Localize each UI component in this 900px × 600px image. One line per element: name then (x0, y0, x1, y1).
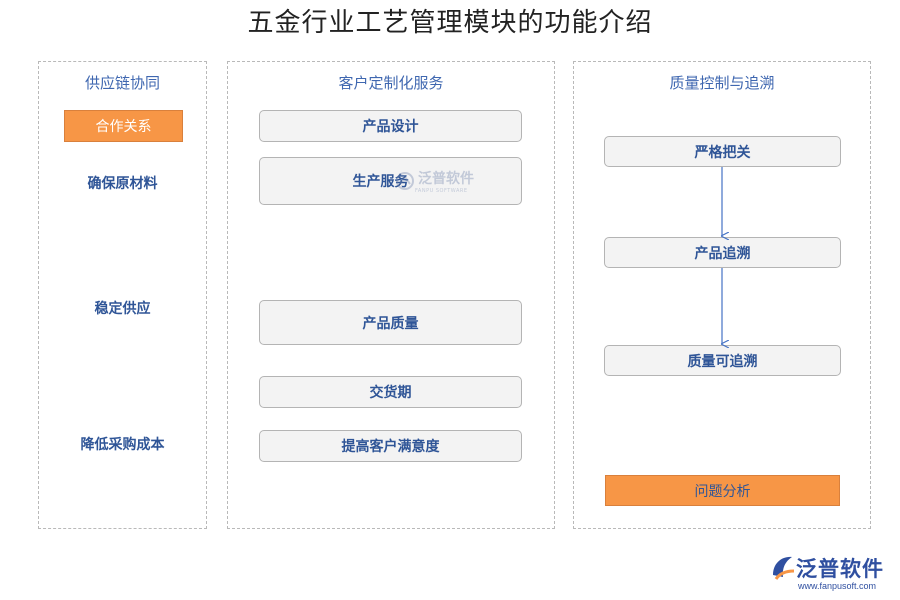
customer-satisfaction-box: 提高客户满意度 (259, 430, 522, 462)
customer-column: 客户定制化服务 (227, 61, 555, 529)
delivery-time-box: 交货期 (259, 376, 522, 408)
problem-analysis-box: 问题分析 (605, 475, 840, 506)
brand-logo: 泛普软件 www.fanpusoft.com (770, 551, 895, 596)
production-service-label: 生产服务 (352, 174, 409, 190)
watermark-text: 泛普软件 (418, 171, 474, 187)
cooperation-box: 合作关系 (64, 110, 183, 142)
watermark-logo-icon (396, 172, 414, 190)
supply-column-header: 供应链协同 (84, 74, 160, 92)
brand-logo-text: 泛普软件 (796, 557, 884, 581)
reduce-cost-label: 降低采购成本 (80, 437, 165, 453)
supply-column: 供应链协同 合作关系 确保原材料 稳定供应 降低采购成本 (38, 61, 207, 529)
quality-column: 质量控制与追溯 (573, 61, 871, 529)
watermark-subtext: FANPU SOFTWARE (415, 188, 468, 194)
strict-control-box: 严格把关 (604, 136, 841, 167)
product-design-box: 产品设计 (259, 110, 522, 142)
customer-column-header: 客户定制化服务 (338, 74, 444, 92)
quality-column-header: 质量控制与追溯 (669, 74, 775, 92)
watermark: 泛普软件 FANPU SOFTWARE (395, 168, 474, 194)
stable-supply-label: 稳定供应 (94, 301, 151, 317)
secure-materials-label: 确保原材料 (87, 176, 158, 192)
diagram-title: 五金行业工艺管理模块的功能介绍 (247, 8, 653, 38)
product-quality-box: 产品质量 (259, 300, 522, 345)
production-service-box: 生产服务 (259, 157, 522, 205)
brand-logo-url: www.fanpusoft.com (798, 581, 877, 591)
product-trace-box: 产品追溯 (604, 237, 841, 268)
brand-logo-icon (773, 556, 795, 580)
